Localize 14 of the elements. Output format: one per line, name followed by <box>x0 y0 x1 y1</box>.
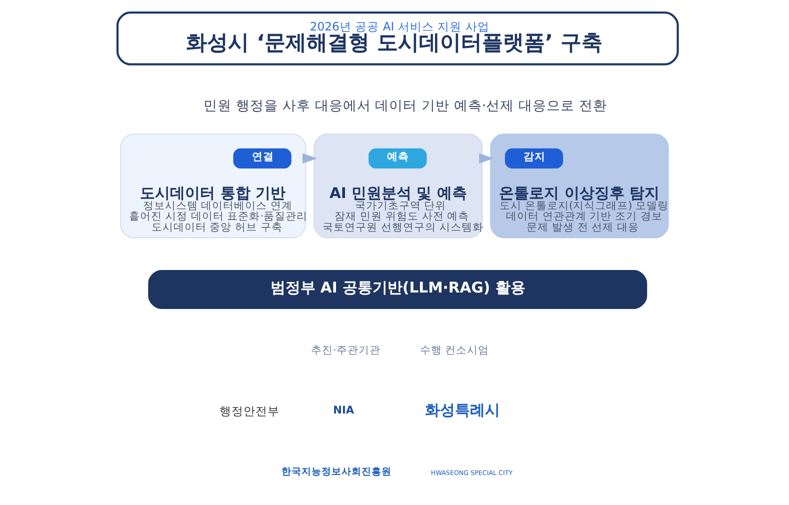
arrow <box>302 153 317 164</box>
label: NIA <box>332 404 354 417</box>
label: 행정안전부 <box>219 404 280 418</box>
label: 수행 컨소시엄 <box>419 344 489 356</box>
node-box: 2026년 공공 AI 서비스 지원 사업 화성시 ‘문제해결형 도시데이터플랫폼’ 구축 <box>116 11 678 66</box>
label: 한국지능정보사회진흥원 <box>280 466 391 478</box>
label: 민원 행정을 사후 대응에서 데이터 기반 예측·선제 대응으로 전환 <box>203 98 606 114</box>
label: 추진·주관기관 <box>310 344 380 356</box>
label: 화성특례시 <box>424 402 500 419</box>
arrow <box>478 153 494 164</box>
node-box: 연결 <box>232 148 291 168</box>
node-box: 범정부 AI 공통기반(LLM·RAG) 활용 <box>148 270 647 310</box>
node-box: 예측 <box>368 148 426 168</box>
node-box: 감지 <box>504 148 563 168</box>
